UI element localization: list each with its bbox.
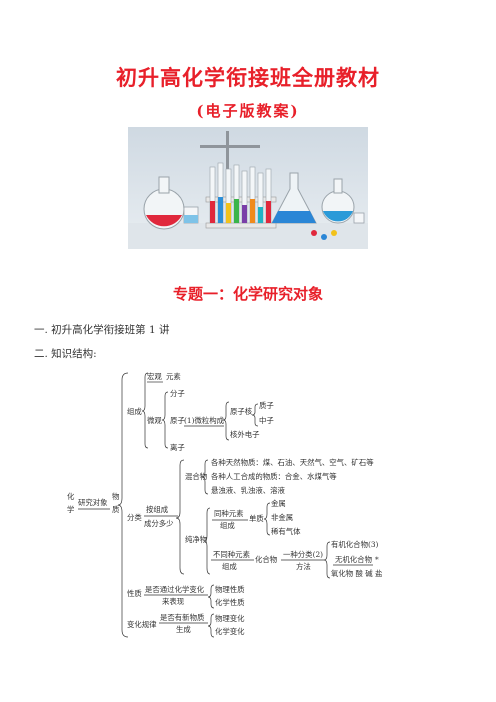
same-elem-label: 同种元素 [214,509,244,518]
one-class-label: 一种分类(2) [283,550,323,559]
root-mid: 研究对象 [78,498,108,507]
molecule-label: 分子 [170,389,185,398]
root-left: 化 [67,492,75,501]
micro-label: 微观 [147,416,162,425]
comp-count-label: 成分多少 [144,519,174,528]
section-title: 专题一：化学研究对象 [172,285,323,303]
phys-change-label: 物理变化 [215,614,245,623]
property-label: 性质 [127,589,142,598]
simple-label: 单质 [249,514,264,523]
comp2-label: 组成 [222,562,237,571]
prop-question: 是否通过化学变化 [145,585,205,594]
chem-prop-label: 化学性质 [215,598,245,607]
root-right: 物 [112,492,120,501]
nonmetal-label: 非金属 [271,513,293,522]
electron-label: 核外电子 [230,430,260,439]
element-label: 元素 [166,372,181,381]
oxide-label: 氧化物 酸 碱 盐 [331,569,383,578]
classify-label: 分类 [127,513,142,522]
mix-item-3: 悬浊液、乳浊液、溶液 [211,486,286,495]
mix-item-1: 各种天然物质：煤、石油、天然气、空气、矿石等 [211,458,374,467]
chem-change-label: 化学变化 [215,627,245,636]
macro-label: 宏观 [147,372,162,381]
proton-label: 质子 [259,401,274,410]
inorganic-label: 无机化合物 [335,555,373,564]
metal-label: 金属 [271,499,286,508]
comp1-label: 组成 [220,521,235,530]
page-subtitle: (电子版教案) [196,102,300,120]
change-gen: 生成 [176,625,191,634]
ion-label: 离子 [170,443,185,452]
organic-label: 有机化合物(3) [331,540,379,549]
micro-form-label: (1)微粒构成 [184,416,225,425]
star-mark: * [375,555,379,564]
neutron-label: 中子 [259,416,274,425]
change-question: 是否有新物质 [160,613,205,622]
by-comp-label: 按组成 [146,505,169,514]
root-left2: 学 [67,505,74,514]
nucleus-label: 原子核 [230,407,253,416]
lab-glassware-photo [128,127,368,249]
structure-line: 二. 知识结构: [34,348,97,360]
method-label: 方法 [296,562,311,571]
compound-label: 化合物 [255,555,278,564]
mix-item-2: 各种人工合成的物质：合金、水煤气等 [211,472,337,481]
diff-elem-label: 不同种元素 [213,550,251,559]
atom-label: 原子 [170,416,185,425]
root-right2: 质 [112,505,120,514]
prop-show: 来表现 [162,597,185,606]
phys-prop-label: 物理性质 [215,585,245,594]
page-title: 初升高化学衔接班全册教材 [116,66,380,90]
lesson-line: 一. 初升高化学衔接班第 1 讲 [34,324,170,336]
pure-label: 纯净物 [185,535,208,544]
noble-label: 稀有气体 [271,527,301,536]
composition-label: 组成 [127,407,142,416]
change-label: 变化规律 [127,620,157,629]
mixture-label: 混合物 [185,472,208,481]
